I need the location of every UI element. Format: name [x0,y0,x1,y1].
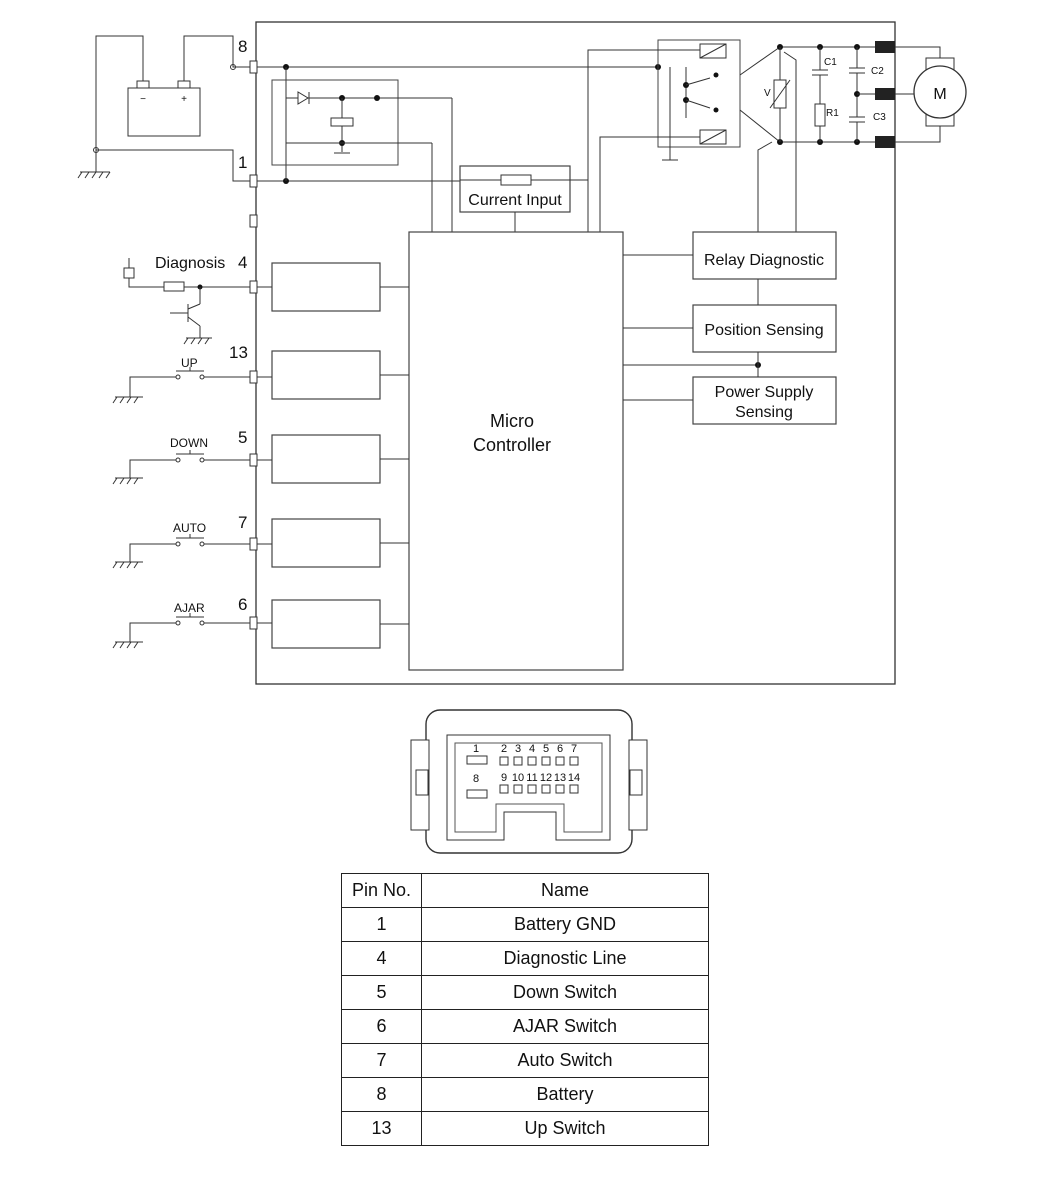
table-row: 8 Battery [341,1077,709,1112]
name-cell: Battery GND [421,907,709,942]
cavity-number: 10 [512,772,524,784]
input-block-ajar [271,599,381,649]
r1-label: R1 [826,108,839,119]
relay-diagnostic-block [692,231,837,280]
micro-controller-block [408,231,624,671]
input-block-auto [271,518,381,568]
name-cell: Diagnostic Line [421,941,709,976]
input-block-down [271,434,381,484]
motor-label: M [933,86,946,103]
pin-4-label: 4 [238,253,247,272]
c2-label: C2 [871,66,884,77]
battery-symbol: − + [127,80,201,137]
position-sensing-label: Position Sensing [704,322,823,339]
auto-switch-label: AUTO [173,521,206,535]
regulator-block [271,79,399,166]
pin-1-label: 1 [238,153,247,172]
connector-cavities [499,756,579,794]
pin-cell: 13 [341,1111,422,1146]
connector-face: 1 2 3 4 5 6 7 8 9 10 11 12 13 14 [410,709,648,854]
motor-terminal [875,136,895,148]
battery-minus-label: − [140,94,146,105]
cavity-number: 12 [540,772,552,784]
pin-6-label: 6 [238,595,247,614]
cavity-number: 1 [473,743,479,755]
cavity-number: 8 [473,773,479,785]
cavity-number: 3 [515,743,521,755]
header-name: Name [421,873,709,908]
table-row: 13 Up Switch [341,1111,709,1146]
input-block-diagnosis [271,262,381,312]
relay-diagnostic-label: Relay Diagnostic [704,252,824,269]
table-row: 6 AJAR Switch [341,1009,709,1044]
varistor-label: V [764,88,771,99]
ground-symbol-battery [77,171,111,179]
current-input-block [459,165,571,213]
power-supply-label-line1: Power Supply [715,384,814,401]
motor-terminal [875,88,895,100]
name-cell: Auto Switch [421,1043,709,1078]
resistor-icon [814,103,826,127]
up-switch: UP [112,356,250,404]
header-pin-no: Pin No. [341,873,422,908]
diagnostic-tester-icon [123,267,135,279]
pin-cell: 1 [341,907,422,942]
cavity-number: 2 [501,743,507,755]
pin-7-label: 7 [238,513,247,532]
table-row: 7 Auto Switch [341,1043,709,1078]
table-row: 5 Down Switch [341,975,709,1010]
ajar-switch: AJAR [112,601,250,649]
pin-cell: 8 [341,1077,422,1112]
down-switch-label: DOWN [170,436,208,450]
name-cell: Battery [421,1077,709,1112]
name-cell: Down Switch [421,975,709,1010]
diagnosis-label: Diagnosis [155,255,225,272]
circuit-diagram: − + 8 1 4 13 5 7 6 [77,21,967,854]
pin-8-label: 8 [238,37,247,56]
cavity-number: 5 [543,743,549,755]
cavity-number: 6 [557,743,563,755]
motor-icon: M [913,57,967,127]
table-row: 4 Diagnostic Line [341,941,709,976]
cavity-number: 11 [526,772,537,784]
diode-icon [297,91,309,105]
pin-cell: 4 [341,941,422,976]
pin-table-header: Pin No. Name [341,873,709,908]
diagnosis-resistor-icon [163,281,185,292]
pin-cell: 6 [341,1009,422,1044]
pin-5-label: 5 [238,428,247,447]
motor-terminal [875,41,895,53]
name-cell: AJAR Switch [421,1009,709,1044]
cavity-number: 7 [571,743,577,755]
pin-cell: 7 [341,1043,422,1078]
battery-plus-label: + [181,94,187,105]
c3-label: C3 [873,112,886,123]
transistor-icon [170,303,212,345]
ajar-switch-label: AJAR [174,601,205,615]
table-row: 1 Battery GND [341,907,709,942]
cavity-number: 9 [501,772,507,784]
name-cell: Up Switch [421,1111,709,1146]
cavity-number: 4 [529,743,535,755]
auto-switch: AUTO [112,521,250,569]
input-block-up [271,350,381,400]
cavity-number: 14 [568,772,580,784]
module-outline [255,21,896,685]
cavity-number: 13 [554,772,566,784]
power-supply-label-line2: Sensing [735,404,793,421]
pin-13-label: 13 [229,343,248,362]
up-switch-label: UP [181,356,198,370]
position-sensing-block [692,304,837,353]
pin-cell: 5 [341,975,422,1010]
current-input-label: Current Input [468,192,562,209]
micro-controller-label-line1: Micro [490,411,534,431]
c1-label: C1 [824,57,837,68]
relay-block [657,39,741,148]
pin-table: Pin No. Name 1 Battery GND 4 Diagnostic … [341,873,709,1146]
micro-controller-label-line2: Controller [473,435,551,455]
down-switch: DOWN [112,436,250,485]
